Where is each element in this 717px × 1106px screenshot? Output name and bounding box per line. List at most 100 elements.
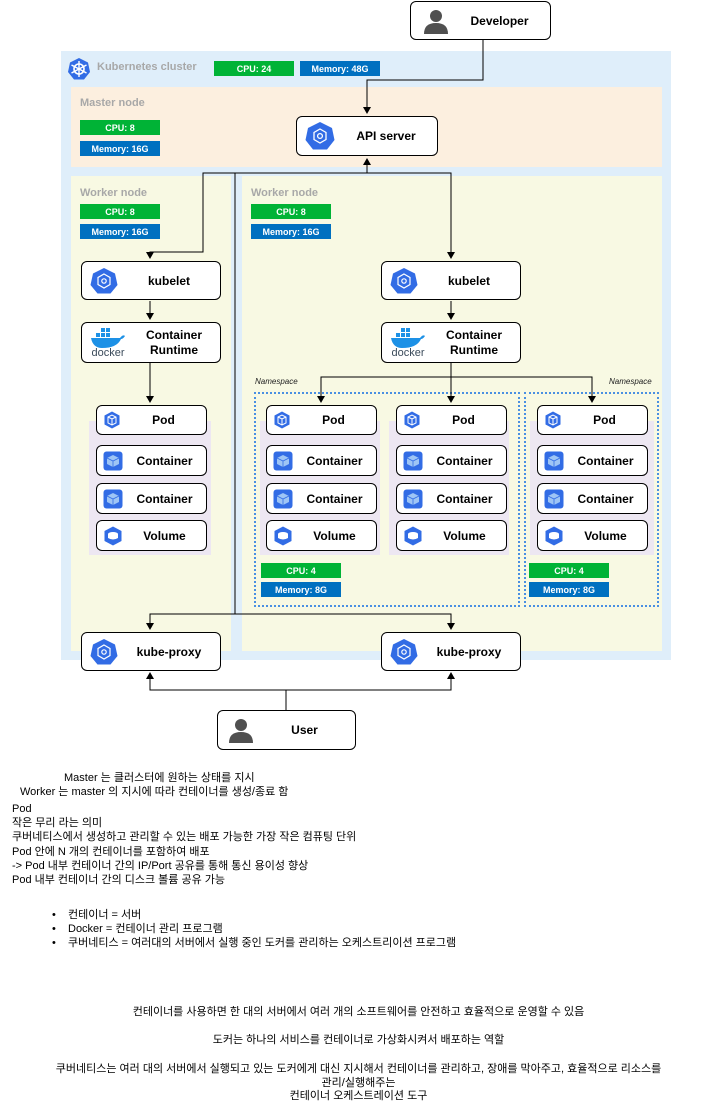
namespace1-memory-badge: Memory: 8G [261,582,341,597]
container-icon [103,451,123,471]
namespace2-memory-badge: Memory: 8G [529,582,609,597]
kube-proxy-icon [90,638,118,666]
note-line-2: Worker 는 master 의 지시에 따라 컨테이너를 생성/종료 함 [20,786,289,798]
container-icon [544,489,564,509]
pod-icon [103,411,121,429]
kubelet-label-left: kubelet [147,273,190,288]
note-pod-line: 쿠버네티스에서 생성하고 관리할 수 있는 배포 가능한 가장 작은 컴퓨팅 단… [12,831,357,843]
worker-right-title: Worker node [251,187,319,199]
volume-box[interactable]: Volume [396,520,507,551]
container-label: Container [577,453,634,468]
kubelet-icon [390,267,418,295]
person-icon [228,717,254,743]
volume-icon [273,526,293,546]
kube-proxy-icon [390,638,418,666]
user-label: User [291,723,318,737]
container-runtime-box-right[interactable]: docker Container Runtime [381,322,521,363]
volume-icon [544,526,564,546]
worker-right-cpu-badge: CPU: 8 [251,204,331,219]
container-box[interactable]: Container [396,445,507,476]
pod-box[interactable]: Pod [266,405,377,435]
note-paragraph-3a: 쿠버네티스는 여러 대의 서버에서 실행되고 있는 도커에게 대신 지시해서 컨… [55,1063,662,1075]
note-bullet-text: 컨테이너 = 서버 [68,909,142,921]
cluster-memory-badge: Memory: 48G [300,61,380,76]
bullet-dot-icon: • [52,923,56,935]
pod-box[interactable]: Pod [96,405,207,435]
api-server-icon [305,121,335,151]
volume-label: Volume [313,528,356,543]
pod-label: Pod [452,413,475,427]
master-node-title: Master node [80,97,145,109]
kube-proxy-label-left: kube-proxy [136,644,202,659]
note-pod-title: Pod [12,803,32,815]
volume-box[interactable]: Volume [537,520,648,551]
user-box[interactable]: User [217,710,356,750]
pod-box[interactable]: Pod [537,405,648,435]
container-box[interactable]: Container [266,445,377,476]
namespace1-cpu-badge: CPU: 4 [261,563,341,578]
pod-icon [403,411,421,429]
kube-proxy-label-right: kube-proxy [436,644,502,659]
note-paragraph-1: 컨테이너를 사용하면 한 대의 서버에서 여러 개의 소프트웨어를 안전하고 효… [132,1006,585,1018]
worker-left-cpu-badge: CPU: 8 [80,204,160,219]
namespace-label-1: Namespace [255,377,298,386]
pod-box[interactable]: Pod [396,405,507,435]
namespace2-cpu-badge: CPU: 4 [529,563,609,578]
container-icon [403,451,423,471]
api-server-box[interactable]: API server [296,116,438,156]
note-pod-line: 작은 무리 라는 의미 [12,817,103,829]
namespace-label-2: Namespace [609,377,652,386]
developer-label: Developer [470,13,529,28]
container-label: Container [577,491,634,506]
volume-label: Volume [143,528,186,543]
container-runtime-label-left: Container Runtime [145,327,202,357]
volume-label: Volume [443,528,486,543]
worker-left-title: Worker node [80,187,148,199]
container-box[interactable]: Container [266,483,377,514]
container-label: Container [136,453,193,468]
note-bullet: • 컨테이너 = 서버 [52,908,141,922]
volume-box[interactable]: Volume [96,520,207,551]
bullet-dot-icon: • [52,937,56,949]
note-pod-line: Pod 내부 컨테이너 간의 디스크 볼륨 공유 가능 [12,874,226,886]
container-box[interactable]: Container [96,483,207,514]
pod-label: Pod [152,413,175,427]
container-label: Container [306,453,363,468]
master-cpu-badge: CPU: 8 [80,120,160,135]
volume-icon [103,526,123,546]
docker-icon: docker [388,327,428,359]
worker-left-memory-badge: Memory: 16G [80,224,160,239]
pod-icon [273,411,291,429]
container-box[interactable]: Container [537,445,648,476]
container-icon [273,451,293,471]
kube-proxy-box-left[interactable]: kube-proxy [81,632,221,671]
kubelet-box-left[interactable]: kubelet [81,261,221,300]
container-runtime-label-right: Container Runtime [445,327,502,357]
note-pod-line: Pod 안에 N 개의 컨테이너를 포함하여 배포 [12,846,210,858]
kubernetes-icon [67,57,91,81]
note-pod-line: -> Pod 내부 컨테이너 간의 IP/Port 공유를 통해 통신 용이성 … [12,860,309,872]
person-icon [423,8,449,34]
note-bullet-text: 쿠버네티스 = 여러대의 서버에서 실행 중인 도커를 관리하는 오케스트리이션… [68,937,457,949]
note-line-1: Master 는 클러스터에 원하는 상태를 지시 [64,772,255,784]
kube-proxy-box-right[interactable]: kube-proxy [381,632,521,671]
container-box[interactable]: Container [96,445,207,476]
pod-label: Pod [593,413,616,427]
volume-box[interactable]: Volume [266,520,377,551]
container-label: Container [136,491,193,506]
container-box[interactable]: Container [537,483,648,514]
kubelet-box-right[interactable]: kubelet [381,261,521,300]
kubelet-icon [90,267,118,295]
container-box[interactable]: Container [396,483,507,514]
container-runtime-box-left[interactable]: docker Container Runtime [81,322,221,363]
container-label: Container [436,453,493,468]
container-icon [273,489,293,509]
container-label: Container [306,491,363,506]
note-bullet-text: Docker = 컨테이너 관리 프로그램 [68,923,223,935]
bullet-dot-icon: • [52,909,56,921]
container-label: Container [436,491,493,506]
developer-box[interactable]: Developer [410,1,551,40]
docker-logo-text: docker [391,347,425,359]
note-paragraph-2: 도커는 하나의 서비스를 컨테이너로 가상화시켜서 배포하는 역할 [212,1034,505,1046]
master-memory-badge: Memory: 16G [80,141,160,156]
